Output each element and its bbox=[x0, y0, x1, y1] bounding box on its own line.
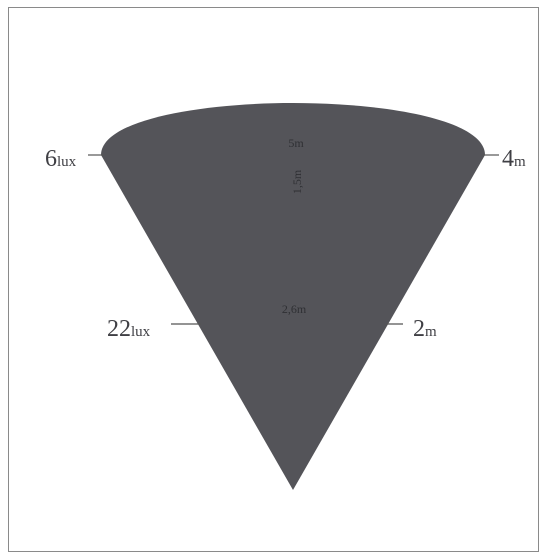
right-mid-unit: m bbox=[425, 324, 437, 340]
right-top-label: 4m bbox=[502, 146, 526, 172]
left-mid-unit: lux bbox=[131, 324, 151, 340]
diagram-frame bbox=[8, 7, 539, 552]
inner-top-diameter-label: 5m bbox=[288, 136, 304, 150]
left-top-unit: lux bbox=[57, 154, 77, 170]
inner-top-height-label: 1,5m bbox=[290, 169, 304, 194]
left-mid-value: 22 bbox=[107, 316, 131, 342]
left-top-label: 6lux bbox=[45, 146, 77, 172]
light-cone bbox=[101, 103, 485, 490]
left-mid-label: 22lux bbox=[107, 316, 151, 342]
right-top-unit: m bbox=[514, 154, 526, 170]
right-mid-value: 2 bbox=[413, 316, 425, 342]
right-mid-label: 2m bbox=[413, 316, 437, 342]
right-top-value: 4 bbox=[502, 146, 514, 172]
inner-mid-diameter-label: 2,6m bbox=[282, 302, 307, 316]
left-top-value: 6 bbox=[45, 146, 57, 172]
